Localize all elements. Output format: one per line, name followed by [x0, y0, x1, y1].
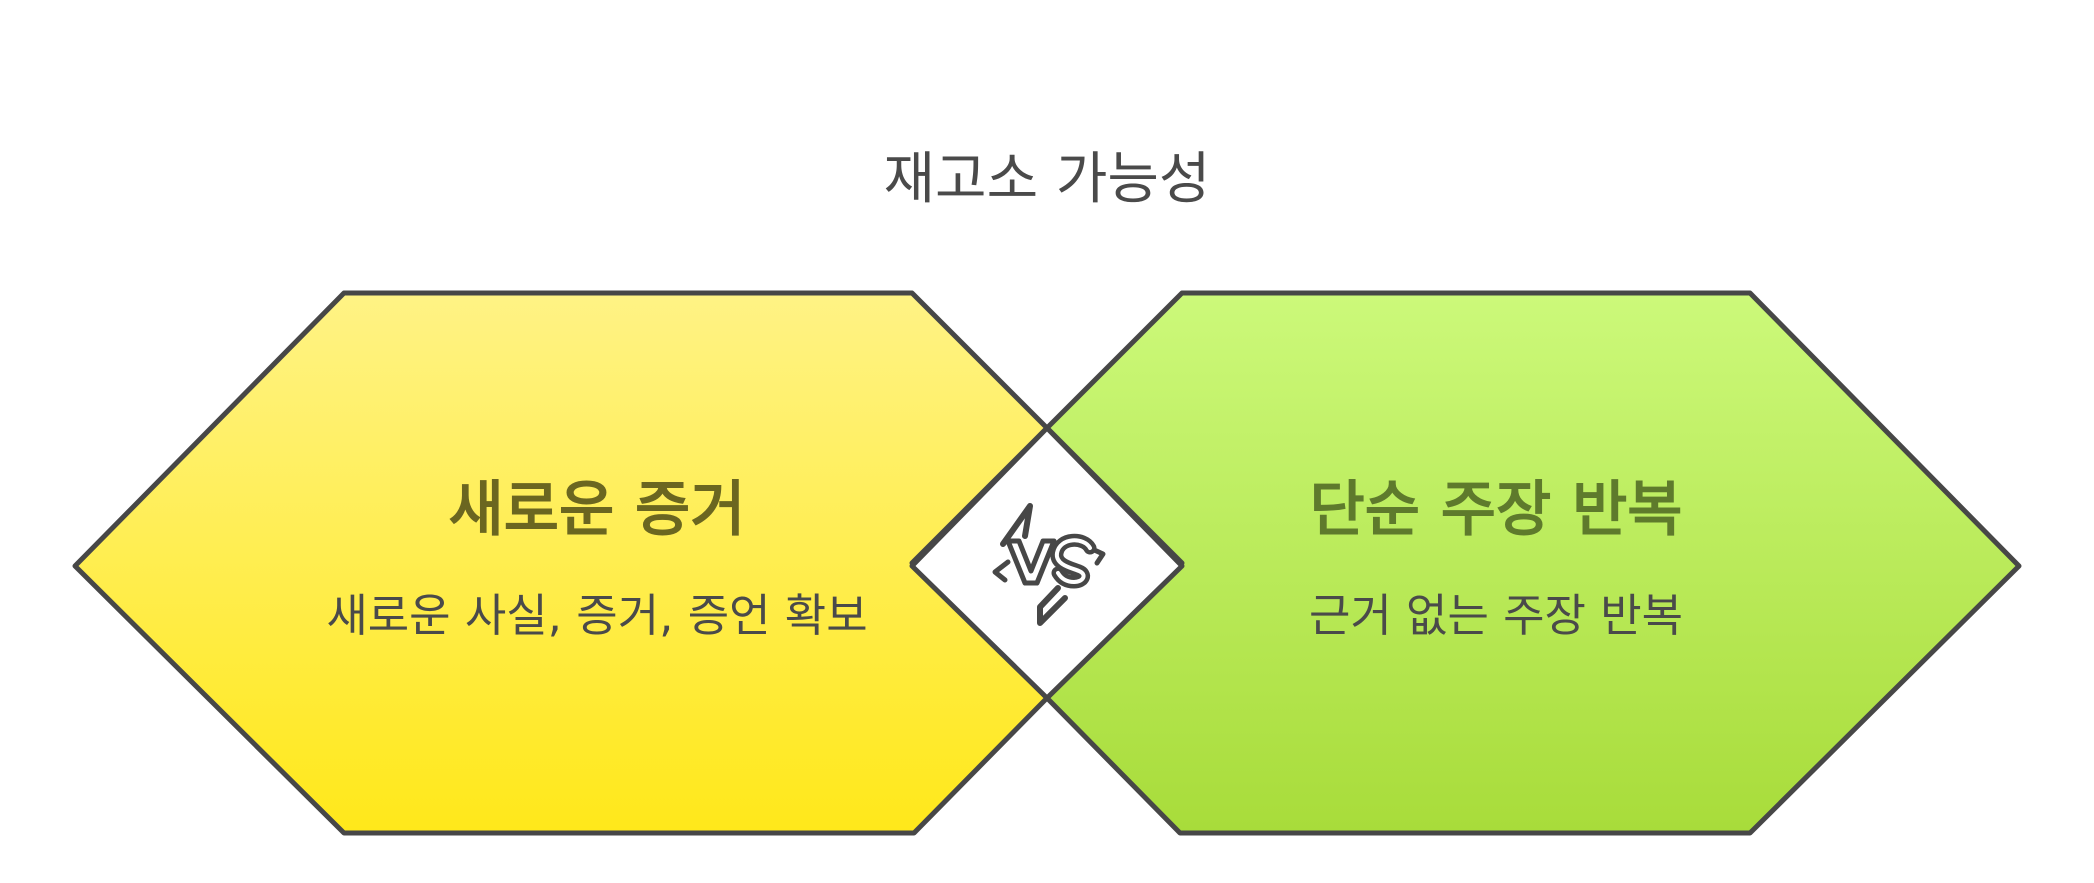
left-option-shape — [72, 290, 1050, 836]
left-option-heading: 새로운 증거 — [449, 475, 746, 545]
right-option-heading: 단순 주장 반복 — [1310, 475, 1683, 545]
vs-icon — [992, 503, 1106, 626]
diagram-title: 재고소 가능성 — [884, 147, 1211, 212]
right-option-shape — [1044, 290, 2022, 836]
right-option-description: 근거 없는 주장 반복 — [1309, 589, 1683, 642]
left-option-description: 새로운 사실, 증거, 증언 확보 — [326, 589, 867, 642]
